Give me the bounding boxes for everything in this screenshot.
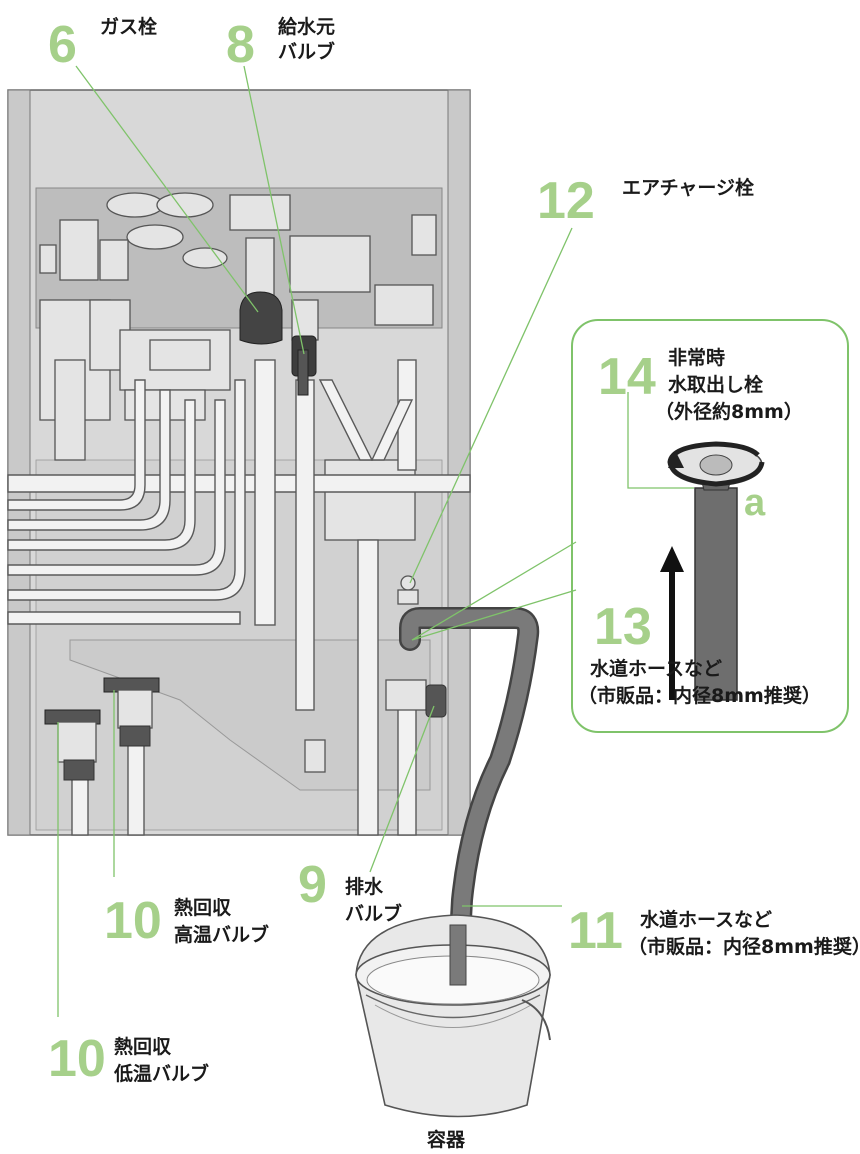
callout-gas-cock: 6 ガス栓 [48,15,157,74]
callout-number: 11 [568,902,623,960]
callout-air-charge: 12 エアチャージ栓 [537,172,754,230]
callout-heat-high: 10 熱回収 高温バルブ [104,892,269,950]
inset-panel [571,319,849,733]
rotation-arrow-icon [667,441,765,487]
label-emergency-1: 非常時 [668,346,725,369]
callout-number: 14 [598,348,656,406]
label-heat-low-2: 低温バルブ [113,1062,209,1085]
callout-hose-in: 13 水道ホースなど （市販品：内径8mm推奨） [578,598,821,707]
label-heat-high-1: 熱回収 [174,896,232,919]
label-gas-cock: ガス栓 [100,15,157,38]
label-supply-valve-1: 給水元 [278,15,335,38]
callout-emergency-tap: 14 非常時 水取出し栓 （外径約8mm） a [598,346,803,524]
label-container: 容器 [427,1128,466,1151]
label-hose-out-1: 水道ホースなど [640,908,772,931]
label-supply-valve-2: バルブ [278,40,335,63]
drain-valve-body [385,679,447,718]
label-hose-out-2: （市販品：内径8mm推奨） [628,935,860,958]
heat-low-valve [44,709,101,781]
label-drain-1: 排水 [345,875,384,898]
label-hose-in-2: （市販品：内径8mm推奨） [578,684,821,707]
callout-number: 9 [298,856,327,914]
heat-high-valve [103,677,160,747]
lower-fitting [304,739,326,773]
supply-valve [291,299,319,396]
callout-drain-valve: 9 排水 バルブ [298,856,402,925]
label-emergency-3: （外径約8mm） [655,400,803,423]
callout-supply-valve: 8 給水元 バルブ [226,15,335,74]
label-drain-2: バルブ [345,902,402,925]
up-arrow-icon [660,546,684,572]
callout-number: 10 [104,892,162,950]
callout-heat-low: 10 熱回収 低温バルブ [48,1030,209,1088]
callout-number: 6 [48,16,77,74]
air-charge-cock [397,575,419,605]
label-heat-low-1: 熱回収 [114,1035,172,1058]
label-emergency-2: 水取出し栓 [668,373,763,396]
rotate-mark: a [744,482,766,524]
label-heat-high-2: 高温バルブ [174,923,269,946]
callout-number: 8 [226,16,255,74]
label-hose-in-1: 水道ホースなど [590,657,722,680]
top-fixtures [39,192,437,541]
callout-number: 13 [594,598,652,656]
label-air-charge: エアチャージ栓 [622,176,754,199]
gas-cock-valve [239,237,283,345]
callout-number: 10 [48,1030,106,1088]
leader-lines [57,65,694,1017]
callout-hose-out: 11 水道ホースなど （市販品：内径8mm推奨） [568,902,860,960]
callout-number: 12 [537,172,595,230]
container-bucket [355,914,551,1118]
